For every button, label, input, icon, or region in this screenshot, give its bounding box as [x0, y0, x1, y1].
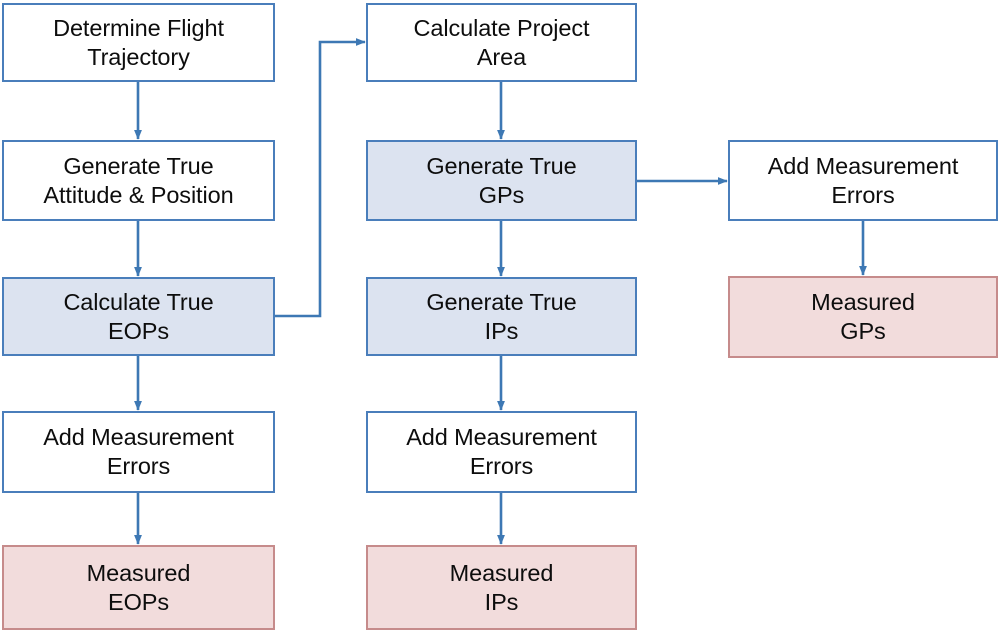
- node-label: Measured EOPs: [86, 559, 191, 615]
- node-add-measurement-errors-ips[interactable]: Add Measurement Errors: [366, 411, 637, 493]
- node-label: Generate True GPs: [426, 152, 577, 208]
- node-label: Add Measurement Errors: [406, 424, 597, 479]
- node-label: Add Measurement Errors: [767, 152, 959, 208]
- node-label: Calculate Project Area: [413, 14, 590, 70]
- node-generate-true-ips[interactable]: Generate True IPs: [366, 277, 637, 356]
- node-generate-true-attitude-position[interactable]: Generate True Attitude & Position: [2, 140, 275, 221]
- node-measured-gps[interactable]: Measured GPs: [728, 276, 998, 358]
- edge-eops-to-project-area: [275, 38, 366, 318]
- node-measured-eops[interactable]: Measured EOPs: [2, 545, 275, 630]
- node-label: Add Measurement Errors: [43, 424, 234, 479]
- node-label: Determine Flight Trajectory: [53, 14, 224, 70]
- node-generate-true-gps[interactable]: Generate True GPs: [366, 140, 637, 221]
- node-add-measurement-errors-eops[interactable]: Add Measurement Errors: [2, 411, 275, 493]
- node-add-measurement-errors-gps[interactable]: Add Measurement Errors: [728, 140, 998, 221]
- node-determine-flight-trajectory[interactable]: Determine Flight Trajectory: [2, 3, 275, 82]
- node-label: Generate True Attitude & Position: [43, 152, 234, 208]
- node-calculate-project-area[interactable]: Calculate Project Area: [366, 3, 637, 82]
- node-label: Measured IPs: [449, 559, 554, 615]
- node-label: Generate True IPs: [426, 288, 577, 344]
- node-label: Calculate True EOPs: [63, 288, 214, 344]
- node-calculate-true-eops[interactable]: Calculate True EOPs: [2, 277, 275, 356]
- node-label: Measured GPs: [811, 289, 915, 344]
- node-measured-ips[interactable]: Measured IPs: [366, 545, 637, 630]
